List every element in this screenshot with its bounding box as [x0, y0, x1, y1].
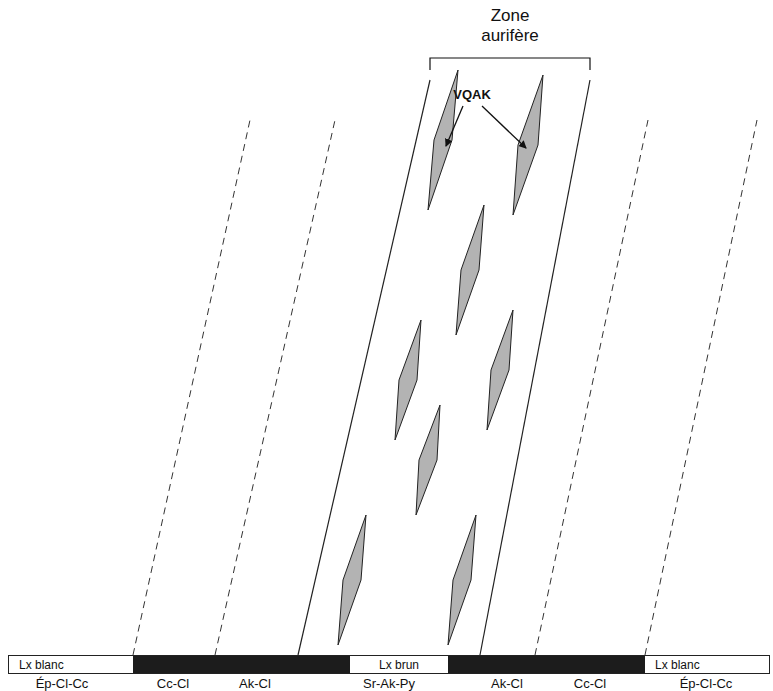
zone-title: Zone aurifère: [460, 6, 560, 46]
leaching-label: Lx brun: [379, 658, 419, 672]
leaching-label: Lx blanc: [655, 658, 700, 672]
alteration-zone-label: Cc-Cl: [574, 676, 607, 691]
alteration-zone-label: Ak-Cl: [239, 676, 271, 691]
alteration-zone-label: Ép-Cl-Cc: [680, 676, 733, 691]
leaching-segment: Lx blanc: [645, 656, 769, 673]
quartz-vein-lens: [338, 70, 543, 645]
zone-boundary-solid: [298, 80, 590, 655]
leaching-label: Lx blanc: [19, 658, 64, 672]
leaching-segment: Lx blanc: [9, 656, 133, 673]
leaching-bar: [9, 656, 770, 674]
alteration-zone-label: Ak-Cl: [491, 676, 523, 691]
zone-bracket: [430, 58, 590, 70]
alteration-zone-label: Ép-Cl-Cc: [36, 676, 89, 691]
alteration-zone-label: Sr-Ak-Py: [363, 676, 415, 691]
leaching-segment: Lx brun: [350, 656, 448, 673]
alteration-zone-label: Cc-Cl: [157, 676, 190, 691]
zone-boundary-dashed: [133, 120, 757, 655]
vein-label: VQAK: [453, 87, 491, 102]
leader-arrow: [446, 106, 526, 148]
